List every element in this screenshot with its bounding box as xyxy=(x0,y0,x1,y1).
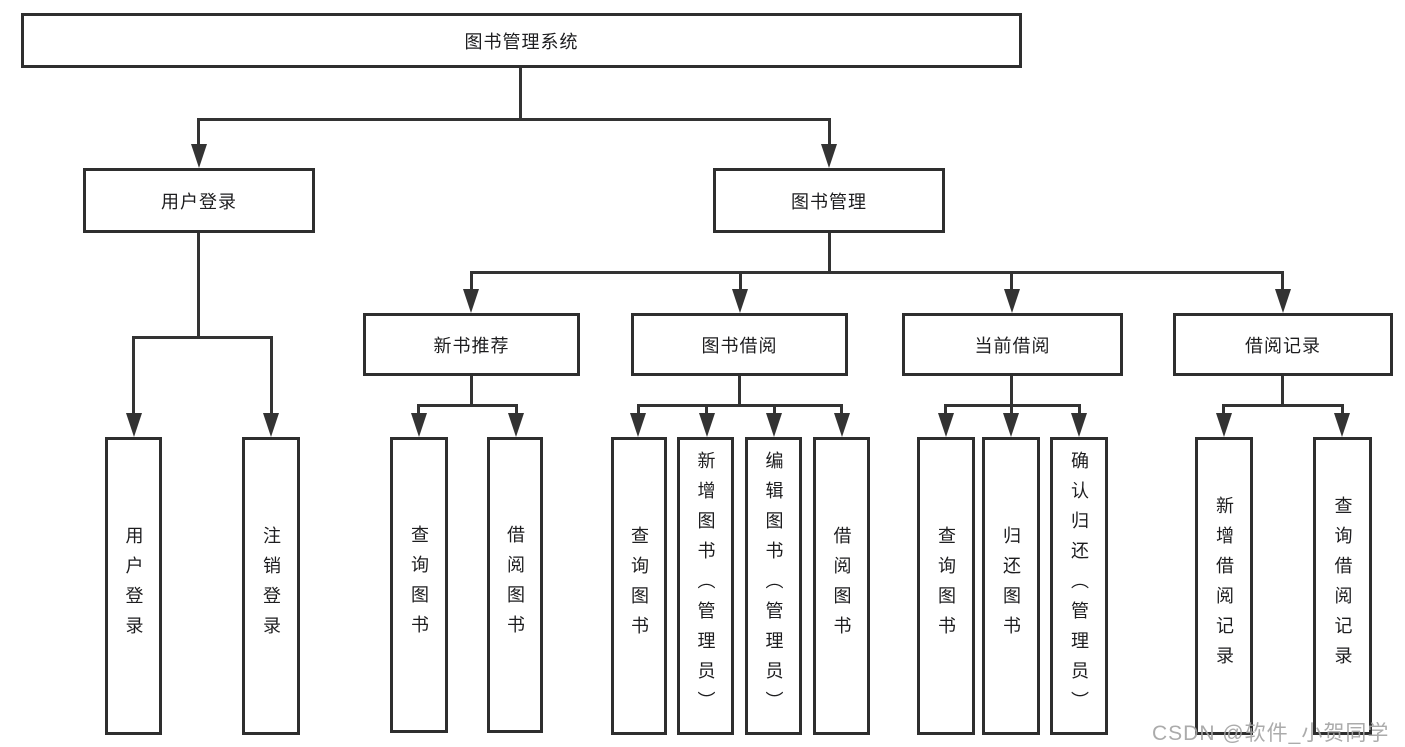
arrowhead-icon xyxy=(834,413,850,437)
arrowhead-icon xyxy=(938,413,954,437)
leaf-g2-edit-books-admin: 编辑图书（管理员） xyxy=(745,437,802,735)
leaf-g2-borrow-books-label: 借阅图书 xyxy=(831,526,852,646)
node-book-mgmt-label: 图书管理 xyxy=(791,191,867,212)
node-new-book-recommend: 新书推荐 xyxy=(363,313,580,376)
arrowhead-icon xyxy=(1004,289,1020,313)
arrowhead-icon xyxy=(630,413,646,437)
csdn-watermark: CSDN @软件_小贺同学 xyxy=(1152,722,1390,745)
connector-login-rail xyxy=(132,336,273,339)
arrowhead-icon xyxy=(508,413,524,437)
connector-g2-leaf1 xyxy=(637,404,640,418)
leaf-g3-return-books-label: 归还图书 xyxy=(1001,526,1021,646)
leaf-g4-add-borrow-record: 新增借阅记录 xyxy=(1195,437,1253,735)
leaf-g2-add-books-admin: 新增图书（管理员） xyxy=(677,437,734,735)
arrowhead-icon xyxy=(732,289,748,313)
leaf-logout: 注销登录 xyxy=(242,437,300,735)
arrowhead-icon xyxy=(1071,413,1087,437)
leaf-g3-query-books-label: 查询图书 xyxy=(936,526,956,646)
node-book-borrow-label: 图书借阅 xyxy=(701,335,778,356)
arrowhead-icon xyxy=(126,413,142,437)
connector-mgmt-down xyxy=(828,233,831,274)
connector-g1-drop xyxy=(470,271,473,293)
connector-g2-leaf3 xyxy=(773,404,776,418)
connector-g1-rail xyxy=(417,404,518,407)
connector-level2-rail xyxy=(197,118,831,121)
connector-g4-down xyxy=(1281,376,1284,407)
arrowhead-icon xyxy=(1334,413,1350,437)
node-book-mgmt: 图书管理 xyxy=(713,168,945,233)
leaf-g4-query-borrow-record: 查询借阅记录 xyxy=(1313,437,1372,735)
arrowhead-icon xyxy=(699,413,715,437)
connector-g3-leaf3 xyxy=(1078,404,1081,418)
connector-g2-leaf4 xyxy=(840,404,843,418)
connector-login-down xyxy=(197,233,200,339)
leaf-g1-borrow-books-label: 借阅图书 xyxy=(505,525,525,645)
connector-g3-leaf1 xyxy=(944,404,947,418)
leaf-g1-query-books: 查询图书 xyxy=(390,437,448,733)
arrowhead-icon xyxy=(1275,289,1291,313)
connector-login-leaf1 xyxy=(132,336,135,418)
arrowhead-icon xyxy=(463,289,479,313)
connector-login-drop xyxy=(197,118,200,148)
connector-g4-drop xyxy=(1281,271,1284,293)
connector-g1-down xyxy=(470,376,473,407)
connector-g3-leaf2 xyxy=(1010,404,1013,418)
arrowhead-icon xyxy=(766,413,782,437)
leaf-g2-edit-books-admin-label: 编辑图书（管理员） xyxy=(763,451,784,721)
connector-login-leaf2 xyxy=(270,336,273,418)
arrowhead-icon xyxy=(191,144,207,168)
node-borrow-records-label: 借阅记录 xyxy=(1245,335,1321,356)
leaf-g2-query-books: 查询图书 xyxy=(611,437,667,735)
leaf-g1-borrow-books: 借阅图书 xyxy=(487,437,543,733)
node-root-label: 图书管理系统 xyxy=(464,31,579,52)
connector-g2-down xyxy=(738,376,741,407)
connector-g4-leaf1 xyxy=(1222,404,1225,418)
connector-g2-rail xyxy=(637,404,843,407)
node-root: 图书管理系统 xyxy=(21,13,1022,68)
leaf-g4-query-borrow-record-label: 查询借阅记录 xyxy=(1332,496,1353,676)
arrowhead-icon xyxy=(411,413,427,437)
arrowhead-icon xyxy=(821,144,837,168)
connector-level3-rail xyxy=(470,271,1284,274)
node-current-borrow-label: 当前借阅 xyxy=(974,335,1051,356)
connector-g1-leaf1 xyxy=(417,404,420,418)
connector-g2-drop xyxy=(739,271,742,293)
leaf-user-login: 用户登录 xyxy=(105,437,162,735)
connector-mgmt-drop xyxy=(828,118,831,148)
node-borrow-records: 借阅记录 xyxy=(1173,313,1393,376)
arrowhead-icon xyxy=(1003,413,1019,437)
node-new-book-recommend-label: 新书推荐 xyxy=(433,335,510,356)
connector-root-drop xyxy=(519,68,522,120)
node-user-login: 用户登录 xyxy=(83,168,315,233)
connector-g2-leaf2 xyxy=(705,404,708,418)
leaf-g3-return-books: 归还图书 xyxy=(982,437,1040,735)
node-current-borrow: 当前借阅 xyxy=(902,313,1123,376)
connector-g4-leaf2 xyxy=(1341,404,1344,418)
connector-g1-leaf2 xyxy=(515,404,518,418)
leaf-logout-label: 注销登录 xyxy=(261,526,281,646)
leaf-g3-confirm-return-admin-label: 确认归还（管理员） xyxy=(1069,451,1089,721)
arrowhead-icon xyxy=(263,413,279,437)
leaf-g3-query-books: 查询图书 xyxy=(917,437,975,735)
leaf-g2-add-books-admin-label: 新增图书（管理员） xyxy=(695,451,716,721)
node-book-borrow: 图书借阅 xyxy=(631,313,848,376)
connector-g4-rail xyxy=(1222,404,1343,407)
leaf-g3-confirm-return-admin: 确认归还（管理员） xyxy=(1050,437,1108,735)
node-user-login-label: 用户登录 xyxy=(161,191,237,212)
leaf-user-login-label: 用户登录 xyxy=(123,526,144,646)
connector-g3-down xyxy=(1010,376,1013,407)
leaf-g2-borrow-books: 借阅图书 xyxy=(813,437,870,735)
leaf-g4-add-borrow-record-label: 新增借阅记录 xyxy=(1214,496,1234,676)
connector-g3-drop xyxy=(1010,271,1013,293)
arrowhead-icon xyxy=(1216,413,1232,437)
leaf-g1-query-books-label: 查询图书 xyxy=(409,525,429,645)
leaf-g2-query-books-label: 查询图书 xyxy=(629,526,649,646)
